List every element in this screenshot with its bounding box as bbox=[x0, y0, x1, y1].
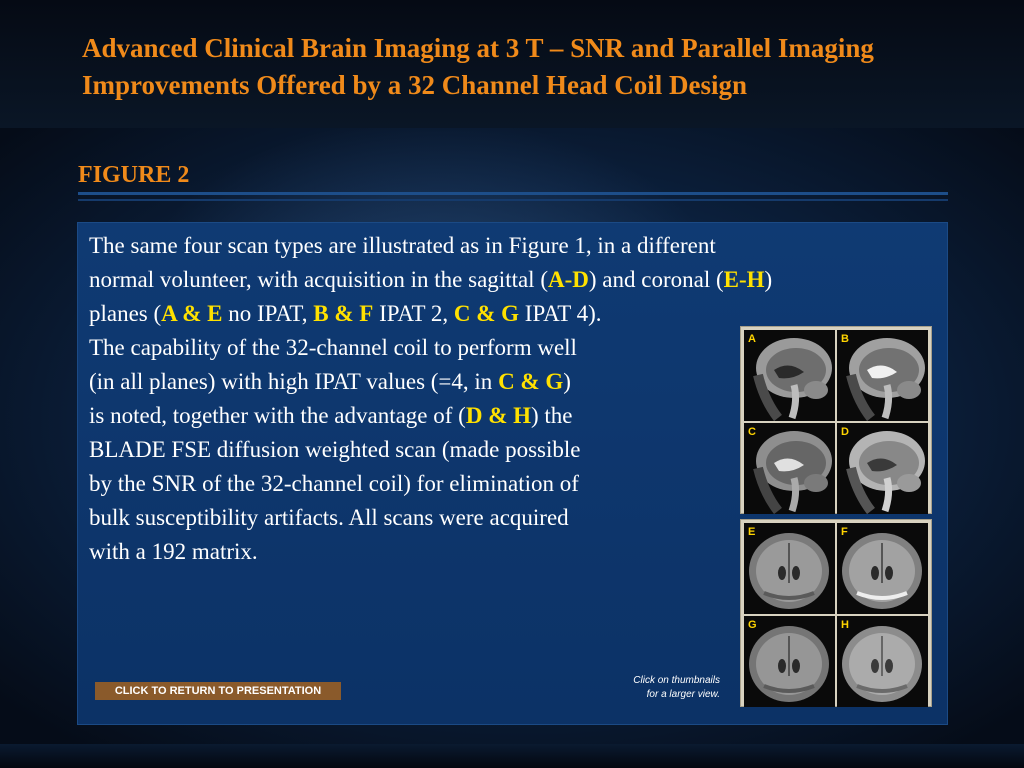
figure-description: The same four scan types are illustrated… bbox=[89, 229, 889, 569]
divider bbox=[78, 192, 948, 195]
coronal-brain-image bbox=[842, 626, 922, 702]
highlight-ref: C & G bbox=[453, 301, 520, 326]
thumbnail-label: G bbox=[748, 619, 757, 631]
mri-thumbnail-b[interactable]: B bbox=[837, 330, 928, 421]
mri-thumbnail-g[interactable]: G bbox=[744, 616, 835, 707]
slide-title: Advanced Clinical Brain Imaging at 3 T –… bbox=[82, 33, 874, 100]
mri-thumbnail-a[interactable]: A bbox=[744, 330, 835, 421]
highlight-ref: E-H bbox=[723, 267, 765, 292]
return-to-presentation-button[interactable]: CLICK TO RETURN TO PRESENTATION bbox=[95, 682, 341, 700]
figure-label: FIGURE 2 bbox=[78, 162, 190, 188]
sagittal-thumbnails[interactable]: A B C bbox=[740, 326, 932, 514]
sagittal-brain-image bbox=[846, 338, 925, 421]
description-line: bulk susceptibility artifacts. All scans… bbox=[89, 505, 569, 530]
description-line: The same four scan types are illustrated… bbox=[89, 233, 716, 258]
description-line: is noted, together with the advantage of… bbox=[89, 403, 573, 428]
thumbnail-label: F bbox=[841, 526, 848, 538]
highlight-ref: A & E bbox=[161, 301, 223, 326]
thumbnail-label: E bbox=[748, 526, 756, 538]
mri-thumbnail-c[interactable]: C bbox=[744, 423, 835, 514]
description-line: with a 192 matrix. bbox=[89, 539, 258, 564]
bottom-band bbox=[0, 744, 1024, 768]
mri-thumbnail-d[interactable]: D bbox=[837, 423, 928, 514]
description-line: (in all planes) with high IPAT values (=… bbox=[89, 369, 571, 394]
coronal-brain-image bbox=[749, 533, 829, 609]
sagittal-brain-image bbox=[846, 431, 925, 514]
thumbnail-hint-line: for a larger view. bbox=[646, 689, 720, 700]
mri-thumbnail-f[interactable]: F bbox=[837, 523, 928, 614]
highlight-ref: D & H bbox=[465, 403, 531, 428]
coronal-brain-image bbox=[749, 626, 829, 702]
mri-thumbnail-h[interactable]: H bbox=[837, 616, 928, 707]
mri-thumbnail-e[interactable]: E bbox=[744, 523, 835, 614]
thumbnail-hint: Click on thumbnails for a larger view. bbox=[560, 674, 720, 702]
coronal-thumbnails[interactable]: E F G bbox=[740, 519, 932, 707]
thumbnail-label: H bbox=[841, 619, 849, 631]
thumbnail-hint-line: Click on thumbnails bbox=[633, 675, 720, 686]
description-line: normal volunteer, with acquisition in th… bbox=[89, 267, 773, 292]
highlight-ref: C & G bbox=[498, 369, 564, 394]
thumbnail-label: D bbox=[841, 426, 849, 438]
thumbnail-label: C bbox=[748, 426, 756, 438]
description-line: planes (A & E no IPAT, B & F IPAT 2, C &… bbox=[89, 301, 602, 326]
description-line: The capability of the 32-channel coil to… bbox=[89, 335, 577, 360]
highlight-ref: A-D bbox=[547, 267, 589, 292]
highlight-ref: B & F bbox=[313, 301, 374, 326]
sagittal-brain-image bbox=[753, 431, 832, 514]
title-band bbox=[0, 0, 1024, 128]
thumbnail-label: B bbox=[841, 333, 849, 345]
description-line: BLADE FSE diffusion weighted scan (made … bbox=[89, 437, 581, 462]
divider bbox=[78, 199, 948, 201]
description-line: by the SNR of the 32-channel coil) for e… bbox=[89, 471, 579, 496]
sagittal-brain-image bbox=[753, 338, 832, 421]
thumbnail-label: A bbox=[748, 333, 756, 345]
coronal-brain-image bbox=[842, 533, 922, 609]
